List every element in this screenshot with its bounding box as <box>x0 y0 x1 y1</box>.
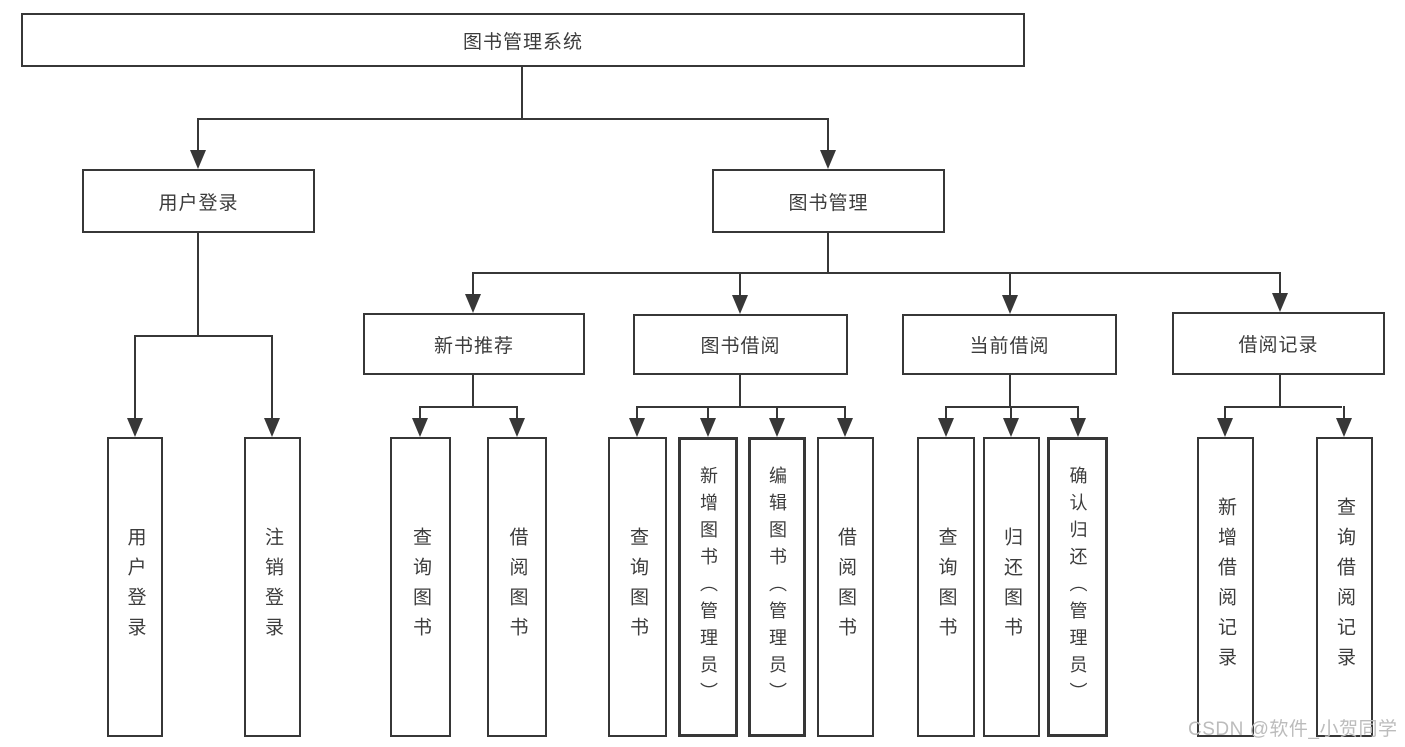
node-borrowing-records: 借阅记录 <box>1172 312 1385 375</box>
connector-vline <box>739 375 741 406</box>
node-current-borrowing: 当前借阅 <box>902 314 1117 375</box>
csdn-watermark: CSDN @软件_小贺同学 <box>1188 719 1398 740</box>
connector-vline <box>419 406 421 420</box>
connector-vline <box>1279 375 1281 406</box>
arrow-down-icon <box>837 418 853 437</box>
arrow-down-icon <box>1002 295 1018 314</box>
connector-vline <box>945 406 947 420</box>
arrow-down-icon <box>1070 418 1086 437</box>
connector-hline <box>197 118 829 120</box>
arrow-down-icon <box>629 418 645 437</box>
connector-vline <box>521 67 523 118</box>
connector-vline <box>271 335 273 419</box>
arrow-down-icon <box>700 418 716 437</box>
arrow-down-icon <box>769 418 785 437</box>
arrow-down-icon <box>264 418 280 437</box>
leaf-add-borrow-record: 新增借阅记录 <box>1197 437 1254 737</box>
leaf-logout: 注销登录 <box>244 437 301 737</box>
arrow-down-icon <box>1272 293 1288 312</box>
node-user-login: 用户登录 <box>82 169 315 233</box>
connector-hline <box>134 335 273 337</box>
connector-vline <box>197 118 199 152</box>
connector-vline <box>844 406 846 420</box>
arrow-down-icon <box>1003 418 1019 437</box>
leaf-user-login: 用户登录 <box>107 437 163 737</box>
connector-vline <box>1009 375 1011 406</box>
connector-vline <box>827 118 829 152</box>
connector-vline <box>739 272 741 296</box>
connector-vline <box>1224 406 1226 420</box>
leaf-borrow-books-borrowing: 借阅图书 <box>817 437 874 737</box>
connector-vline <box>1077 406 1079 420</box>
connector-vline <box>827 233 829 272</box>
arrow-down-icon <box>732 295 748 314</box>
node-new-book-recommendation: 新书推荐 <box>363 313 585 375</box>
leaf-edit-books-admin: 编辑图书（管理员） <box>748 437 806 737</box>
arrow-down-icon <box>412 418 428 437</box>
connector-vline <box>707 406 709 420</box>
connector-vline <box>636 406 638 420</box>
connector-vline <box>516 406 518 420</box>
connector-vline <box>197 233 199 335</box>
connector-vline <box>1009 272 1011 296</box>
connector-vline <box>472 375 474 406</box>
arrow-down-icon <box>820 150 836 169</box>
leaf-return-books: 归还图书 <box>983 437 1040 737</box>
connector-vline <box>1279 272 1281 296</box>
leaf-confirm-return-admin: 确认归还（管理员） <box>1047 437 1108 737</box>
arrow-down-icon <box>190 150 206 169</box>
connector-vline <box>1010 406 1012 420</box>
connector-vline <box>472 272 474 296</box>
connector-hline <box>637 406 845 408</box>
node-library-management-system: 图书管理系统 <box>21 13 1025 67</box>
leaf-query-borrow-record: 查询借阅记录 <box>1316 437 1373 737</box>
arrow-down-icon <box>509 418 525 437</box>
arrow-down-icon <box>1336 418 1352 437</box>
leaf-query-books-recommend: 查询图书 <box>390 437 451 737</box>
leaf-add-books-admin: 新增图书（管理员） <box>678 437 738 737</box>
node-book-management: 图书管理 <box>712 169 945 233</box>
node-book-borrowing: 图书借阅 <box>633 314 848 375</box>
leaf-query-books-borrowing: 查询图书 <box>608 437 667 737</box>
arrow-down-icon <box>938 418 954 437</box>
connector-vline <box>134 335 136 419</box>
connector-hline <box>420 406 518 408</box>
leaf-query-books-current: 查询图书 <box>917 437 975 737</box>
connector-vline <box>1343 406 1345 420</box>
leaf-borrow-books-recommend: 借阅图书 <box>487 437 547 737</box>
connector-hline <box>1225 406 1342 408</box>
arrow-down-icon <box>1217 418 1233 437</box>
arrow-down-icon <box>465 294 481 313</box>
connector-vline <box>776 406 778 420</box>
arrow-down-icon <box>127 418 143 437</box>
connector-hline <box>473 272 1280 274</box>
